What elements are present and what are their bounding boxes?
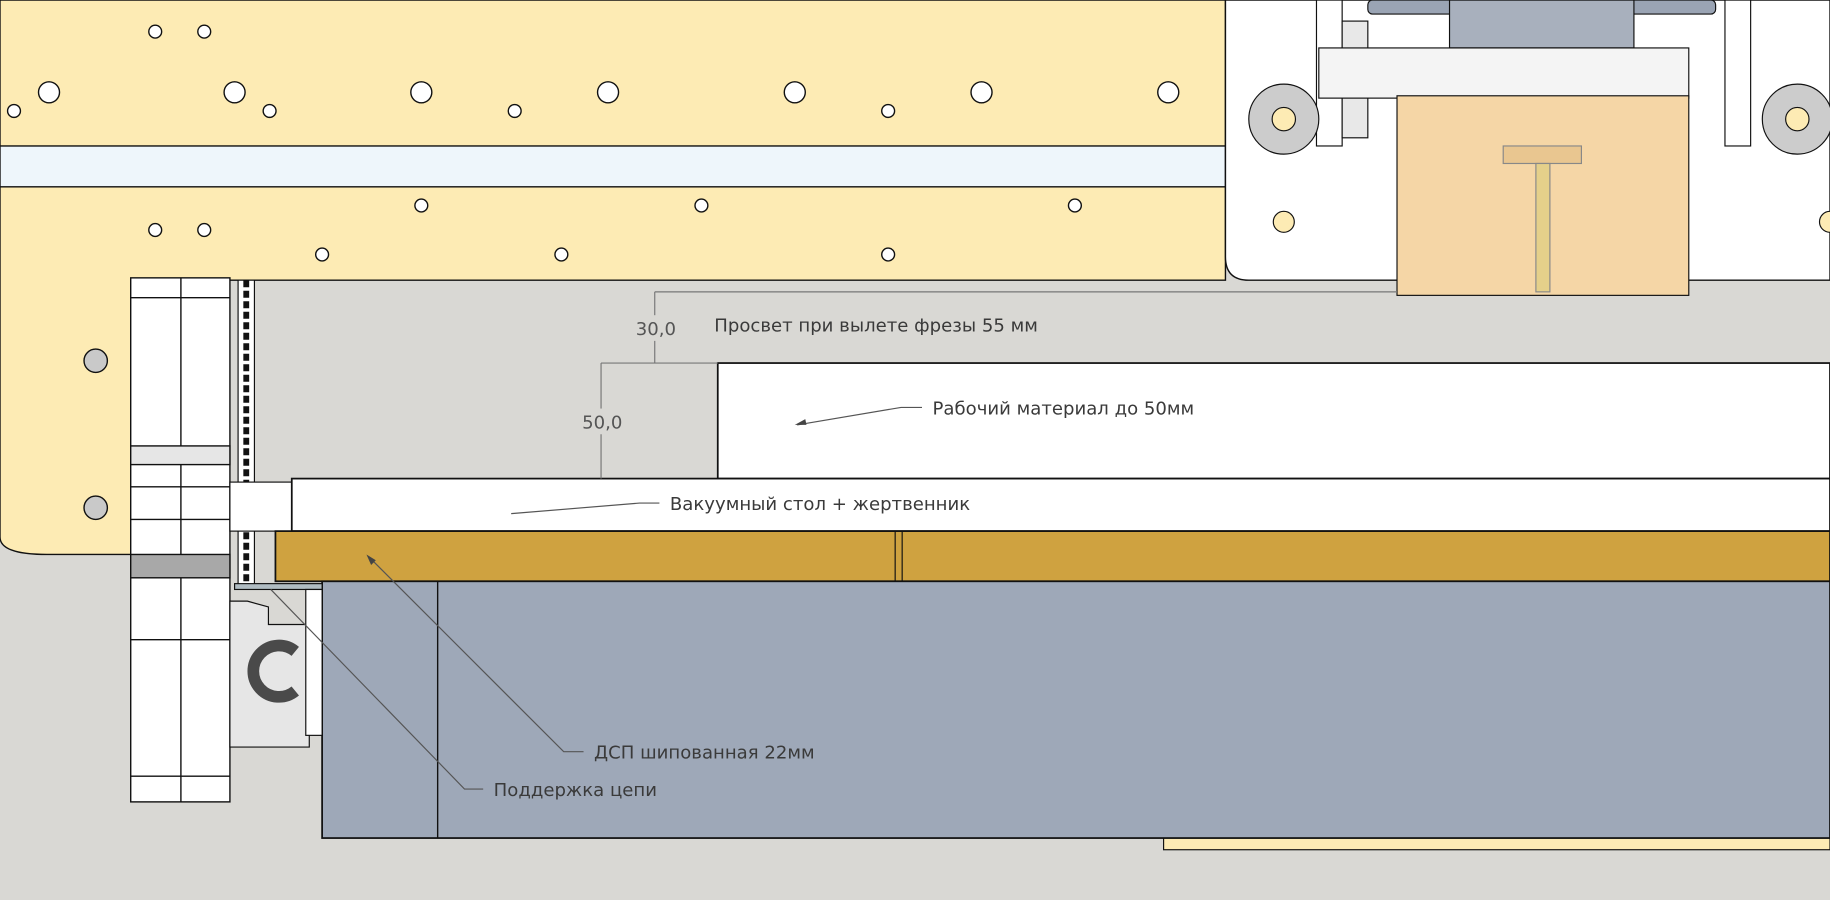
vacuum-table xyxy=(229,477,1830,532)
gantry-plate xyxy=(0,0,1227,556)
rail-band xyxy=(0,145,1227,188)
chain-support-bracket xyxy=(229,583,323,748)
profile-slot-icon xyxy=(247,639,299,703)
mounting-holes xyxy=(6,24,1180,521)
work-material xyxy=(716,362,1830,480)
label-material: Рабочий материал до 50мм xyxy=(933,398,1195,419)
machine-base xyxy=(321,580,1830,851)
leader-lines xyxy=(270,406,923,790)
side-rail xyxy=(130,277,231,803)
router-bit xyxy=(1535,162,1551,293)
chipboard xyxy=(274,530,1830,583)
label-chain-support: Поддержка цепи xyxy=(494,780,657,801)
leader-arrowheads xyxy=(366,419,807,565)
label-vacuum-table: Вакуумный стол + жертвенник xyxy=(670,494,970,515)
label-clearance: Просвет при вылете фрезы 55 мм xyxy=(714,316,1038,337)
dimension-material-height: 50,0 xyxy=(582,412,622,433)
label-chipboard: ДСП шипованная 22мм xyxy=(594,743,815,764)
dimension-clearance: 30,0 xyxy=(636,319,676,340)
dimension-lines xyxy=(600,291,1398,479)
z-carriage xyxy=(1224,0,1830,296)
drag-chain xyxy=(237,279,256,587)
